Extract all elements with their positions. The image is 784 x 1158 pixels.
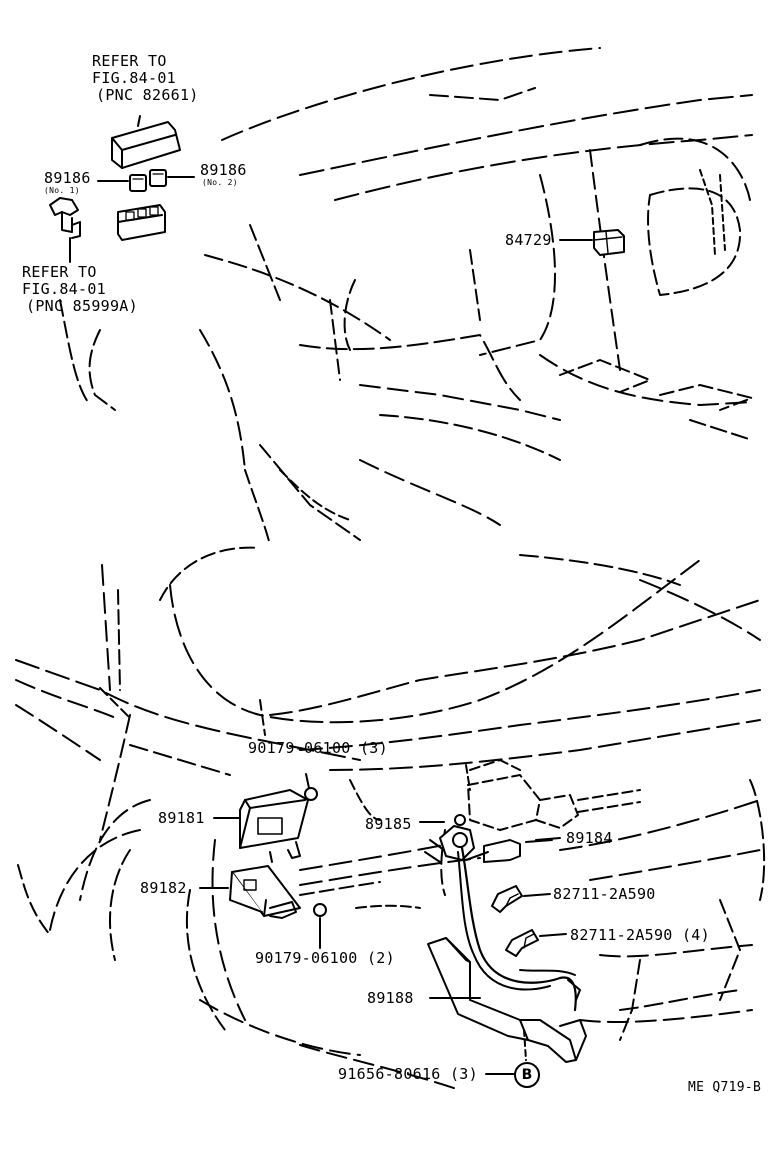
label-89185: 89185 (365, 815, 412, 833)
label-89182: 89182 (140, 879, 187, 897)
label-82711-a: 82711-2A590 (553, 885, 656, 903)
refer-top-line1: REFER TO (92, 52, 167, 70)
label-89184: 89184 (566, 829, 613, 847)
refer-left-line1: REFER TO (22, 263, 97, 281)
label-89188: 89188 (367, 989, 414, 1007)
refer-top-line2: FIG.84-01 (92, 69, 176, 87)
label-82711-b: 82711-2A590 (4) (570, 926, 710, 944)
refer-left-line2: FIG.84-01 (22, 280, 106, 298)
label-89186-no1-sub: (No. 1) (44, 186, 80, 195)
label-91656: 91656-80616 (3) (338, 1065, 478, 1083)
label-90179-bottom: 90179-06100 (2) (255, 949, 395, 967)
upper-parts (49, 115, 625, 263)
label-89186-no2-sub: (No. 2) (202, 178, 238, 187)
lower-body-outline (15, 546, 766, 1091)
label-89186-no1: 89186 (44, 169, 91, 187)
label-90179-top: 90179-06100 (3) (248, 739, 388, 757)
label-84729: 84729 (505, 231, 552, 249)
upper-body-outline (59, 47, 753, 546)
refer-top-line3: (PNC 82661) (96, 86, 199, 104)
lower-parts (199, 764, 641, 1075)
label-89181: 89181 (158, 809, 205, 827)
refer-left-line3: (PNC 85999A) (26, 297, 138, 315)
figure-code: ME Q719-B (688, 1080, 762, 1095)
label-89186-no2: 89186 (200, 161, 247, 179)
reference-circle-b: B (514, 1062, 540, 1088)
